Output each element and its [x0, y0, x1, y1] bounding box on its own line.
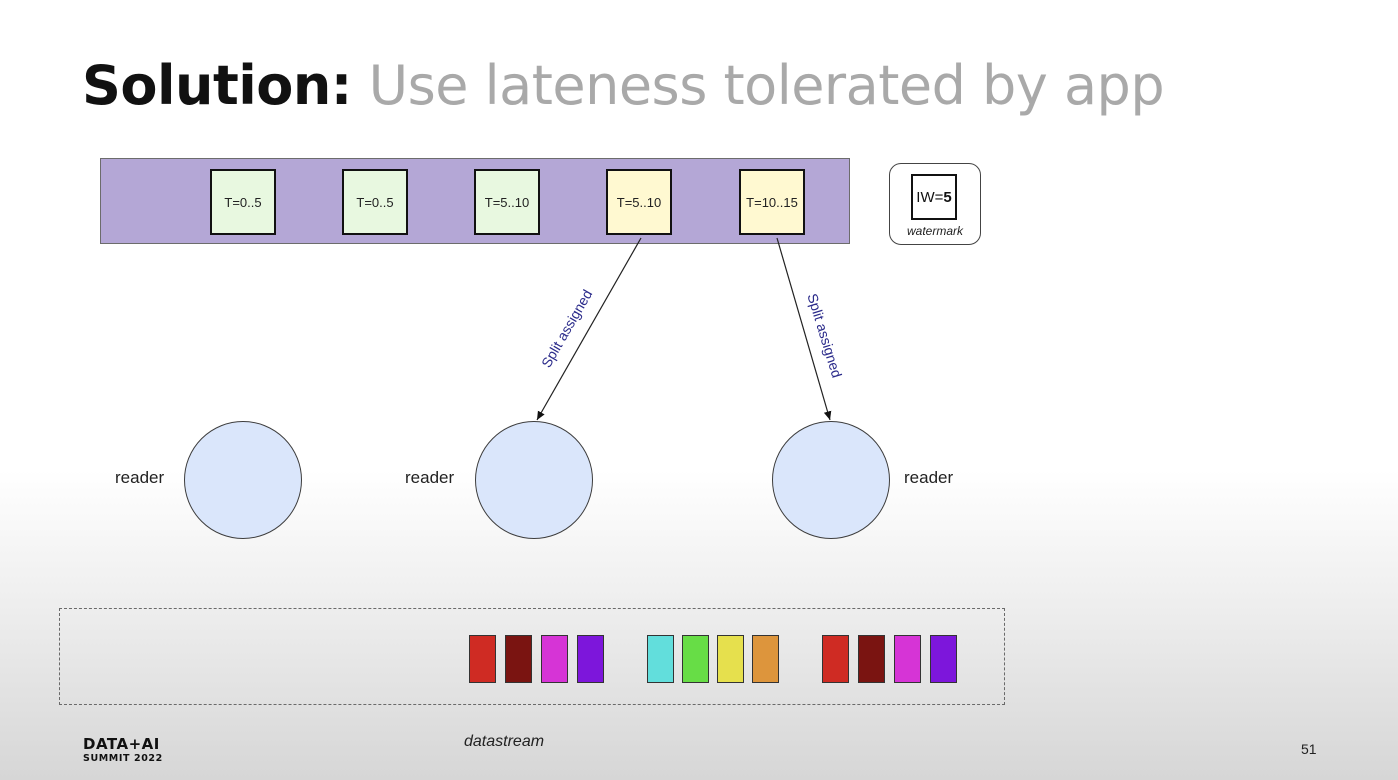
- split-label: T=0..5: [224, 194, 262, 210]
- datastream-label: datastream: [464, 733, 545, 750]
- datastream-box: [59, 608, 1005, 705]
- reader-label: reader: [904, 468, 954, 487]
- event-block: [577, 635, 604, 683]
- event-block: [682, 635, 709, 683]
- watermark-prefix: IW=: [916, 188, 944, 206]
- slide-title-bold: Solution:: [82, 54, 352, 117]
- event-block: [752, 635, 779, 683]
- slide-title-rest: Use lateness tolerated by app: [351, 54, 1165, 117]
- split-box-assigned: T=5..10: [606, 169, 672, 235]
- event-block: [894, 635, 921, 683]
- summit-logo: DATA+AI SUMMIT 2022: [83, 735, 163, 765]
- split-box-assigned: T=10..15: [739, 169, 805, 235]
- assign-arrow-right: [776, 237, 832, 421]
- event-block: [822, 635, 849, 683]
- reader-node: [475, 421, 593, 539]
- split-box: T=0..5: [342, 169, 408, 235]
- logo-line-1: DATA+AI: [83, 735, 160, 753]
- arrow-label-right: Split assigned: [804, 292, 845, 380]
- watermark-value: 5: [943, 188, 952, 206]
- event-block: [647, 635, 674, 683]
- event-block: [858, 635, 885, 683]
- event-block: [930, 635, 957, 683]
- event-block: [717, 635, 744, 683]
- split-box: T=0..5: [210, 169, 276, 235]
- reader-node: [772, 421, 890, 539]
- split-label: T=5..10: [616, 194, 662, 210]
- split-label: T=10..15: [746, 194, 798, 210]
- split-label: T=5..10: [484, 194, 530, 210]
- arrow-label-left: Split assigned: [538, 287, 595, 370]
- logo-line-2: SUMMIT 2022: [83, 753, 163, 764]
- watermark-box: IW=5 watermark: [889, 163, 981, 245]
- assign-arrow-left: [536, 237, 642, 421]
- slide-title: Solution: Use lateness tolerated by app: [82, 54, 1165, 117]
- event-block: [469, 635, 496, 683]
- split-label: T=0..5: [356, 194, 394, 210]
- page-number: 51: [1301, 741, 1317, 757]
- reader-node: [184, 421, 302, 539]
- reader-label: reader: [405, 468, 455, 487]
- watermark-caption: watermark: [906, 224, 963, 238]
- watermark-value-box: IW=5: [911, 174, 957, 220]
- event-block: [505, 635, 532, 683]
- split-box: T=5..10: [474, 169, 540, 235]
- event-block: [541, 635, 568, 683]
- reader-label: reader: [115, 468, 165, 487]
